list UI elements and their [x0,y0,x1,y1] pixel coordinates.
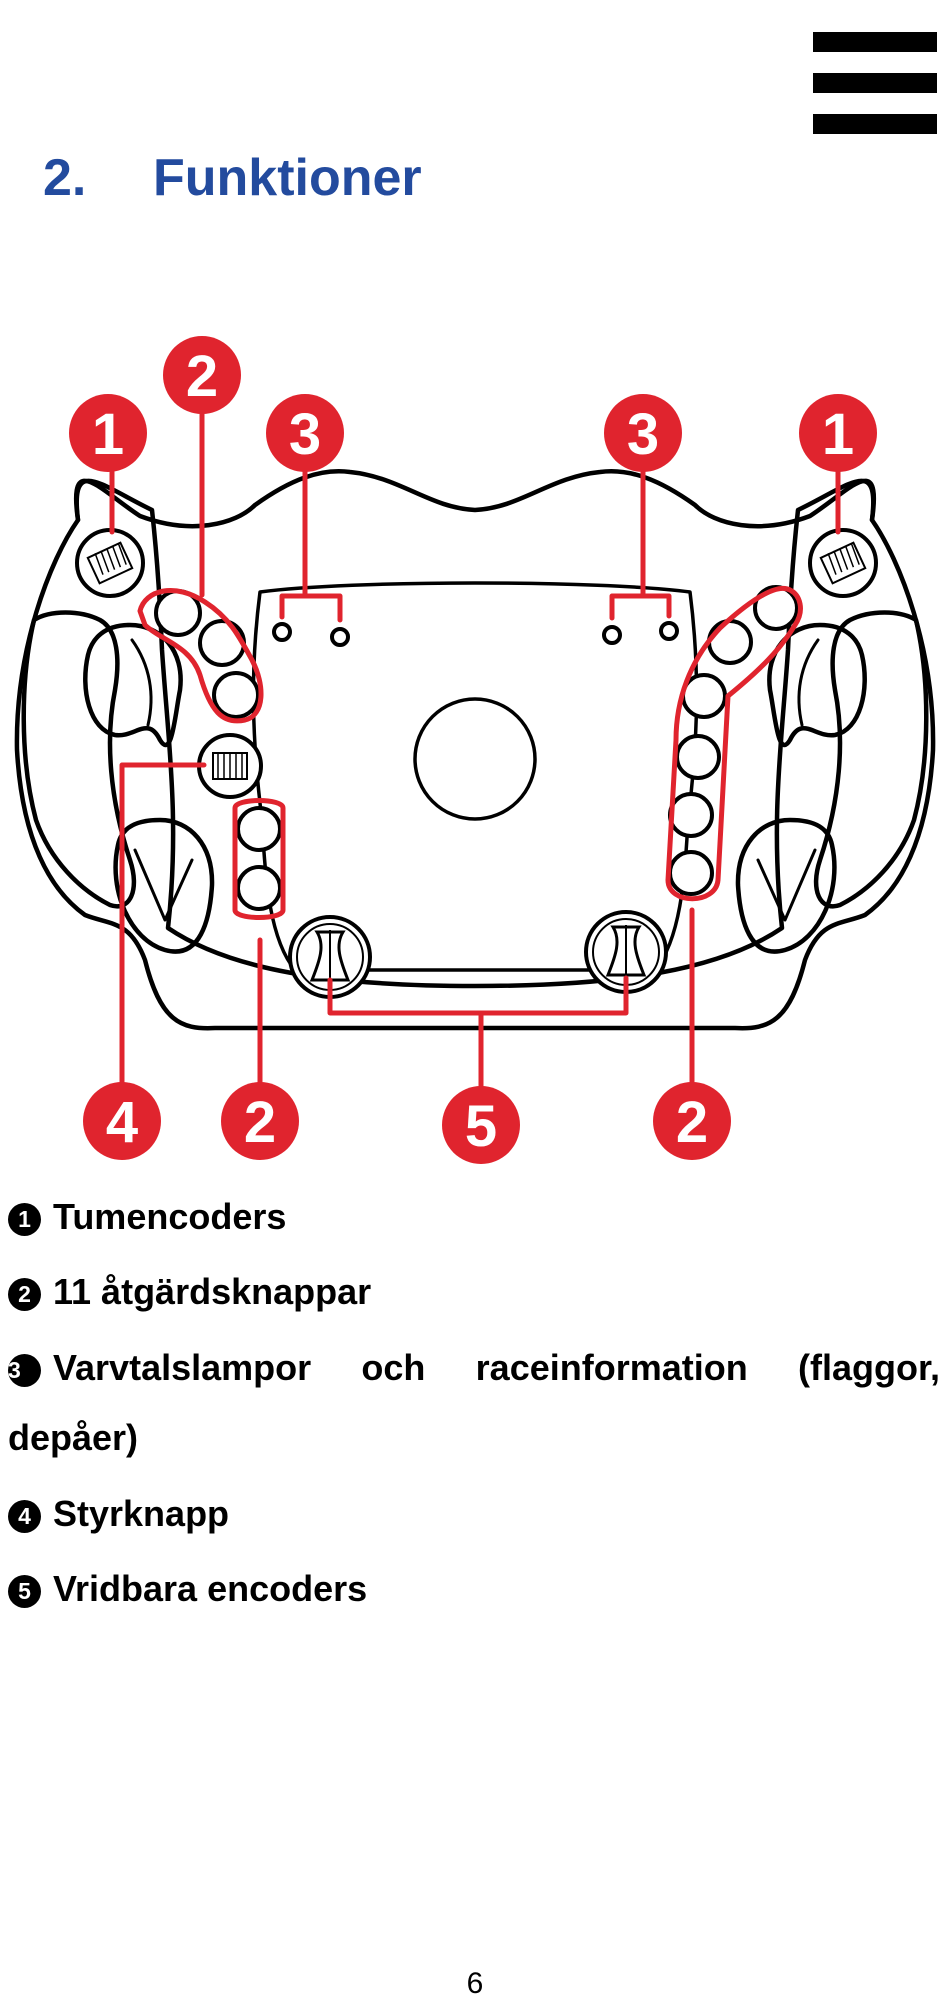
thumb-encoder-left [75,528,145,598]
callout-2-bottom-left: 2 [221,1082,299,1160]
number-marker-icon: 1 [8,1203,41,1236]
callout-1-right: 1 [799,394,877,472]
callout-label: 1 [92,402,124,467]
section-number: 2. [43,149,87,207]
callout-label: 2 [676,1090,708,1155]
callout-2-top: 2 [163,336,241,414]
callout-badges: 1 2 3 3 1 4 2 5 2 [69,336,877,1164]
feature-item: 1 Tumencoders [8,1196,940,1237]
callout-label: 4 [106,1090,138,1155]
wheel-outline [14,469,936,1031]
feature-text: Tumencoders [53,1196,287,1237]
thumb-encoder-right [808,528,878,598]
number-marker-icon: 5 [8,1575,41,1608]
feature-item: 4 Styrknapp [8,1493,940,1534]
feature-text: Vridbara encoders [53,1568,368,1609]
callout-label: 3 [289,402,321,467]
feature-item: 5 Vridbara encoders [8,1568,940,1609]
steering-wheel-diagram: 1 2 3 3 1 4 2 5 2 [14,336,936,1164]
callout-4: 4 [83,1082,161,1160]
menu-icon[interactable] [813,32,937,134]
callout-2-bottom-right: 2 [653,1082,731,1160]
feature-text: 11 åtgärdsknappar [53,1271,372,1312]
callout-label: 2 [244,1090,276,1155]
feature-item: 2 11 åtgärdsknappar [8,1271,940,1312]
callout-1-left: 1 [69,394,147,472]
feature-text: Varvtalslampor och raceinformation (flag… [8,1347,940,1458]
number-marker-icon: 3 [8,1354,41,1387]
rotary-encoder-left [288,915,372,999]
callout-label: 5 [465,1094,497,1159]
page-number: 6 [466,1967,484,2000]
number-marker-icon: 2 [8,1278,41,1311]
callout-label: 2 [186,344,218,409]
callout-label: 3 [627,402,659,467]
callout-3-right: 3 [604,394,682,472]
funky-switch [197,733,263,799]
feature-text: Styrknapp [53,1493,230,1534]
number-marker-icon: 4 [8,1500,41,1533]
callout-label: 1 [822,402,854,467]
rev-lights [272,621,679,647]
section-title: 2. Funktioner [43,148,422,208]
section-title-text: Funktioner [153,149,422,207]
callout-5: 5 [442,1086,520,1164]
callout-3-left: 3 [266,394,344,472]
